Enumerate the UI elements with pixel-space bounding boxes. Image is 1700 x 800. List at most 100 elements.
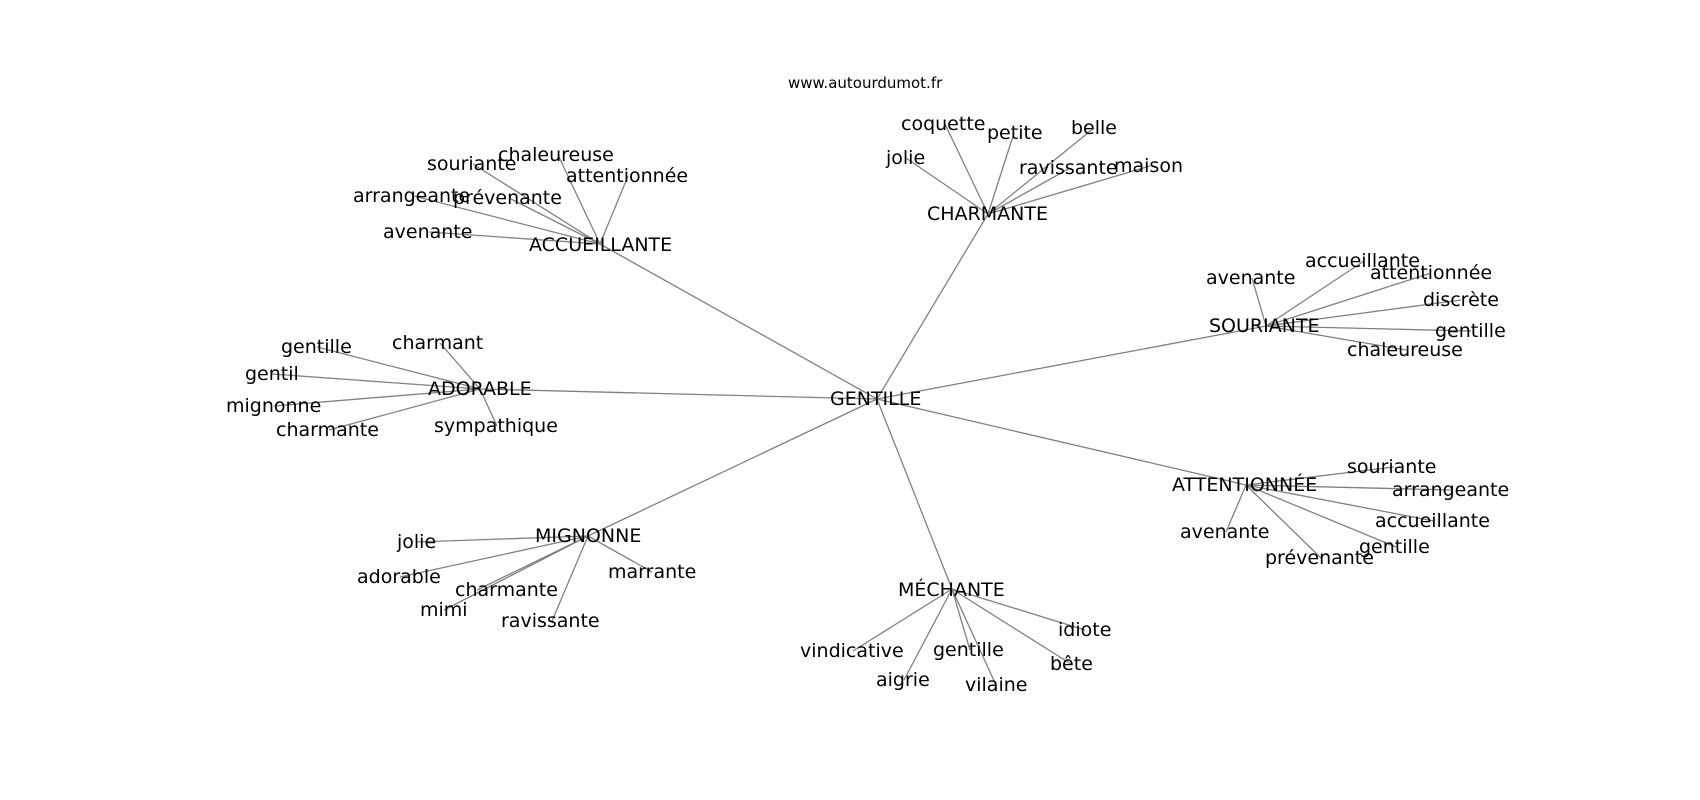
edge-souriante-leaf [1265,325,1472,332]
edge-adorable-leaf [271,373,481,390]
leaf-label: chaleureuse [1347,339,1463,361]
edge-center-attentionnee [876,398,1247,486]
leaf-label: gentille [1359,536,1430,558]
leaf-label: prévenante [453,187,562,209]
edge-adorable-leaf [328,388,481,431]
edge-accueillante-leaf [428,231,601,245]
leaf-label: charmante [276,419,379,441]
hub-label-accueillante: ACCUEILLANTE [529,234,672,256]
edge-adorable-leaf [439,342,481,390]
edge-mechante-leaf [852,588,953,652]
edge-adorable-leaf [479,388,498,427]
edge-accueillante-leaf [413,195,601,245]
leaf-label: souriante [1347,456,1436,478]
edge-attentionnee-leaf [1225,484,1247,533]
edge-accueillante-leaf [508,197,601,245]
leaf-label: discrète [1423,289,1499,311]
leaf-label: petite [987,122,1043,144]
leaf-label: sympathique [434,415,558,437]
leaf-label: marrante [608,561,696,583]
edge-attentionnee-leaf [1245,484,1322,559]
leaf-label: bête [1050,653,1093,675]
edge-mechante-leaf [951,588,1072,665]
edge-charmante-leaf [987,132,1015,215]
edge-adorable-leaf [316,346,481,390]
leaf-label: vindicative [800,640,904,662]
leaf-label: avenante [1180,521,1269,543]
hub-label-attentionnee: ATTENTIONNÉE [1172,473,1317,496]
hub-label-mechante: MÉCHANTE [898,578,1005,601]
edge-charmante-leaf [987,165,1151,215]
edge-attentionnee-leaf [1245,466,1395,486]
leaf-label: belle [1071,117,1117,139]
edge-mechante-leaf [951,588,1086,631]
leaf-label: jolie [885,147,925,169]
edge-center-souriante [876,325,1267,400]
edge-souriante-leaf [1265,272,1432,327]
edge-accueillante-leaf [472,163,601,245]
leaf-label: chaleureuse [498,144,614,166]
leaf-label: coquette [901,113,985,135]
leaf-label: gentille [281,336,352,358]
leaf-label: gentil [245,363,299,385]
edge-souriante-leaf [1251,277,1267,327]
leaf-label: jolie [396,531,436,553]
edge-attentionnee-leaf [1245,484,1397,548]
source-label: www.autourdumot.fr [788,74,943,92]
leaf-label: maison [1114,155,1183,177]
hub-label-souriante: SOURIANTE [1209,315,1320,337]
leaf-label: idiote [1058,619,1111,641]
leaf-label: avenante [383,221,472,243]
graph-labels: www.autourdumot.fr GENTILLE ACCUEILLANTE… [226,74,1509,696]
edge-charmante-leaf [905,157,989,215]
edge-mechante-leaf [903,588,953,681]
graph-edges [271,123,1472,686]
leaf-label: aigrie [876,669,930,691]
edge-adorable-leaf [273,388,481,407]
leaf-label: adorable [357,566,441,588]
edge-center-mechante [876,398,953,590]
edge-mignonne-leaf [587,535,653,573]
leaf-label: prévenante [1265,547,1374,569]
edge-accueillante-leaf [557,154,601,245]
leaf-label: charmante [455,579,558,601]
edge-attentionnee-leaf [1245,484,1435,522]
hub-label-adorable: ADORABLE [428,378,532,400]
leaf-label: mimi [420,599,468,621]
leaf-label: souriante [427,153,516,175]
leaf-label: ravissante [501,610,600,632]
edge-charmante-leaf [987,167,1071,215]
edge-souriante-leaf [1265,299,1462,327]
center-node-label: GENTILLE [830,388,921,410]
leaf-label: charmant [392,332,483,354]
hub-label-mignonne: MIGNONNE [535,525,641,547]
edge-center-accueillante [599,243,878,400]
edge-souriante-leaf [1265,325,1407,351]
leaf-label: accueillante [1305,250,1420,272]
edge-attentionnee-leaf [1245,484,1453,491]
leaf-label: gentille [1435,320,1506,342]
leaf-label: mignonne [226,395,321,417]
leaf-label: arrangeante [1392,479,1509,501]
leaf-label: vilaine [965,674,1027,696]
leaf-label: avenante [1206,267,1295,289]
edge-charmante-leaf [987,127,1095,215]
leaf-label: arrangeante [353,185,470,207]
edge-mignonne-leaf [399,535,589,578]
leaf-label: attentionnée [1370,262,1492,284]
leaf-label: ravissante [1019,157,1118,179]
edge-mignonne-leaf [415,535,589,543]
edge-center-mignonne [587,398,878,537]
edge-mignonne-leaf [551,535,589,622]
edge-mignonne-leaf [443,535,589,611]
edge-souriante-leaf [1265,260,1365,327]
edge-mechante-leaf [951,588,971,651]
hub-label-charmante: CHARMANTE [927,203,1048,225]
leaf-label: gentille [933,639,1004,661]
edge-charmante-leaf [944,123,989,215]
leaf-label: accueillante [1375,510,1490,532]
edge-center-adorable [479,388,878,400]
leaf-label: attentionnée [566,165,688,187]
edge-center-charmante [876,213,989,400]
